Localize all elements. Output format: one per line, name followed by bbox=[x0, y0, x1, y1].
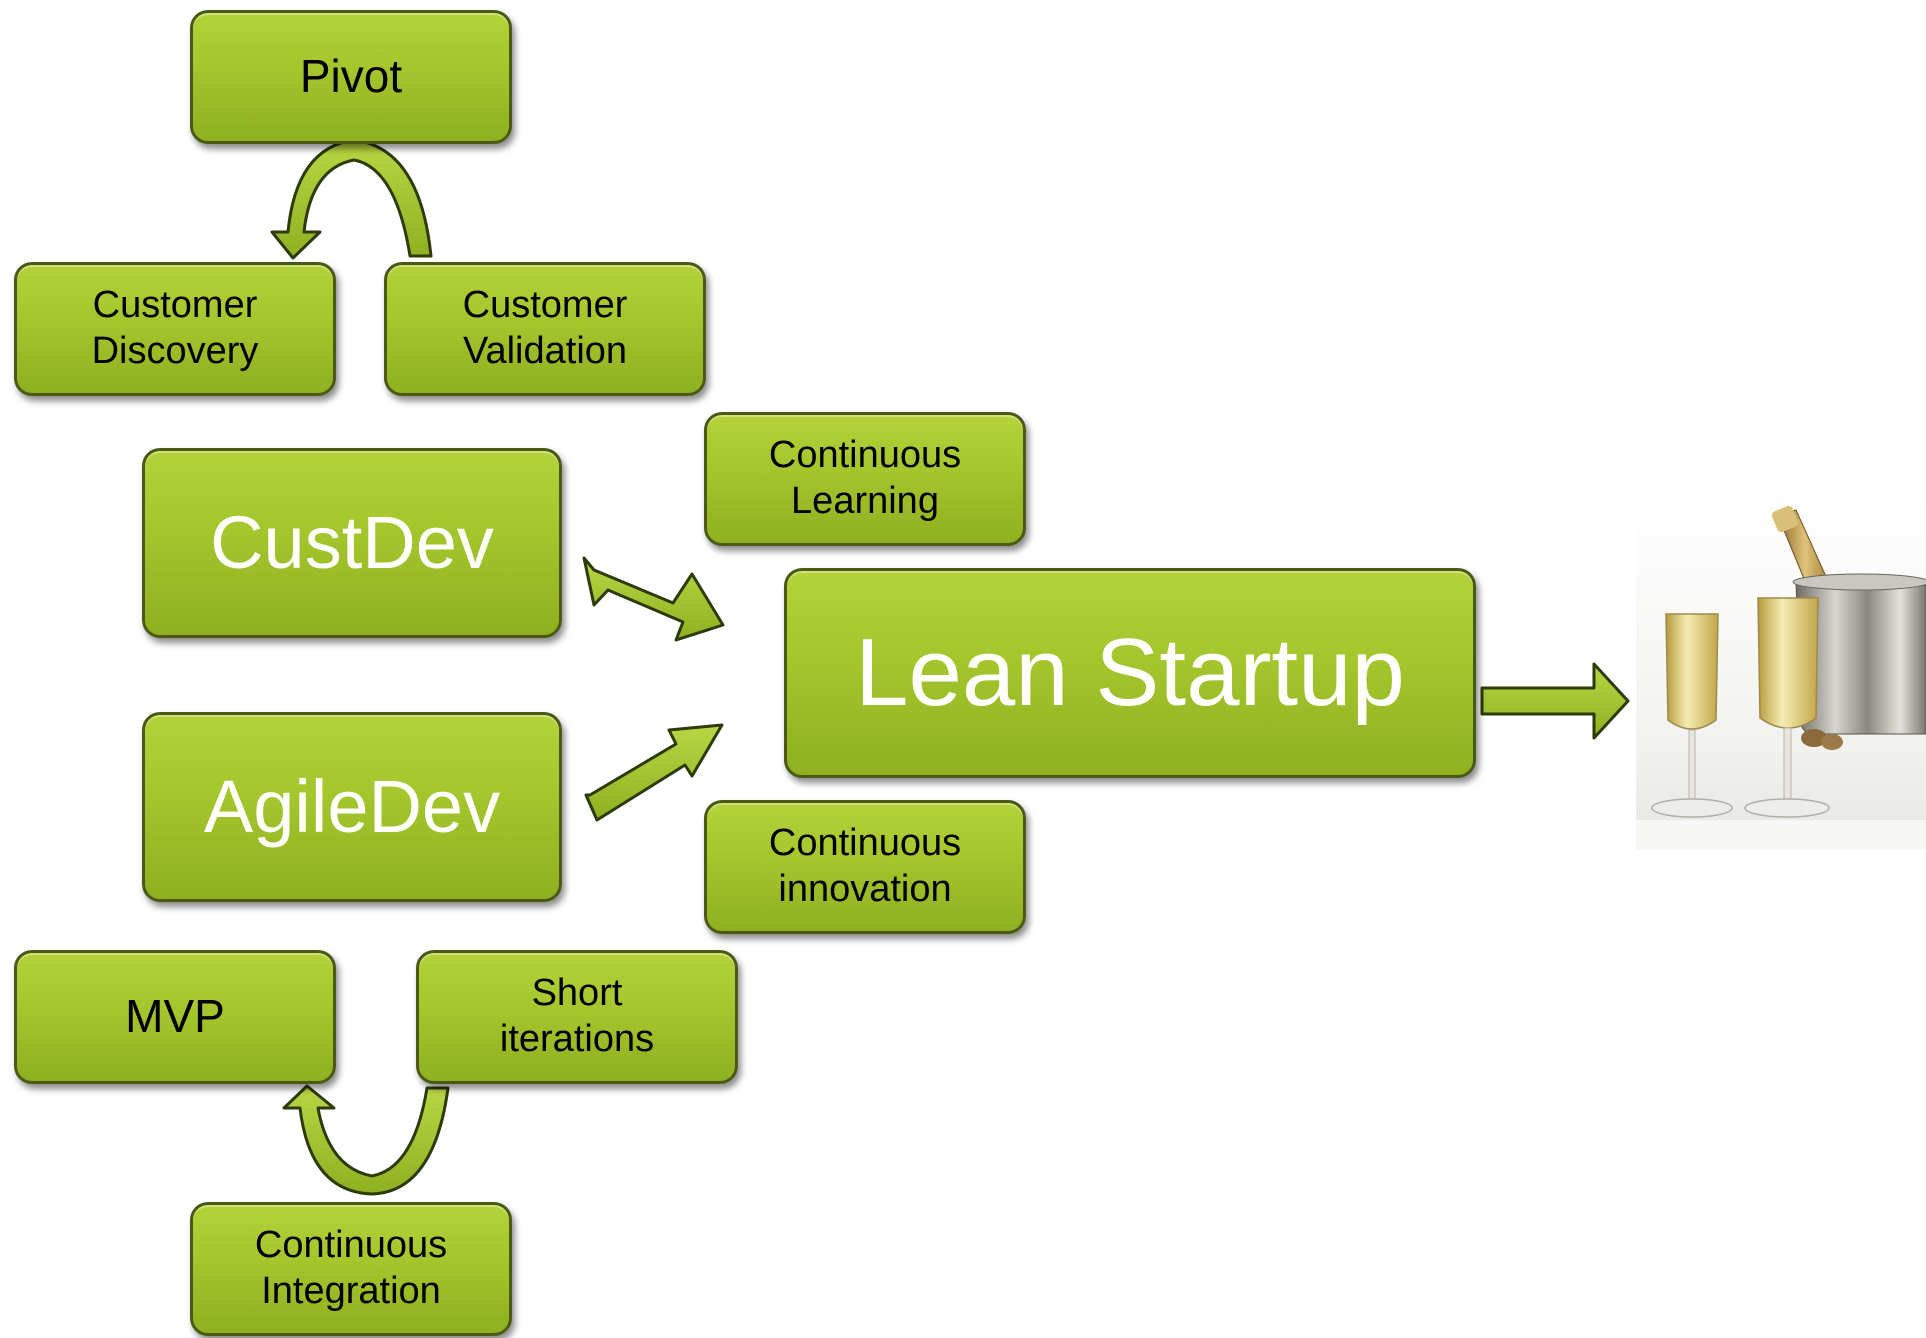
node-label: Lean Startup bbox=[855, 619, 1405, 727]
bottle-foil bbox=[1771, 505, 1799, 533]
arrow-lean-to-celebration bbox=[1480, 662, 1630, 740]
glass-foot bbox=[1651, 798, 1733, 818]
glass-stem bbox=[1688, 729, 1696, 807]
node-custdev: CustDev bbox=[142, 448, 562, 638]
node-label: Short iterations bbox=[499, 972, 655, 1060]
node-label: MVP bbox=[125, 990, 225, 1043]
node-label: CustDev bbox=[210, 500, 494, 584]
node-continuous-innovation: Continuous innovation bbox=[704, 800, 1026, 934]
curved-arrow-pivot-loop bbox=[270, 138, 433, 260]
node-label: Customer Discovery bbox=[91, 284, 259, 372]
arrow-agiledev-to-lean bbox=[584, 723, 724, 822]
champagne-glass bbox=[1665, 613, 1719, 730]
node-label: Continuous Integration bbox=[254, 1224, 448, 1312]
node-customer-discovery: Customer Discovery bbox=[14, 262, 336, 396]
cork bbox=[1821, 734, 1843, 750]
node-lean-startup: Lean Startup bbox=[784, 568, 1476, 778]
champagne-celebration-image bbox=[1636, 498, 1926, 850]
node-continuous-integration: Continuous Integration bbox=[190, 1202, 512, 1336]
node-pivot: Pivot bbox=[190, 10, 512, 144]
table-reflection bbox=[1636, 820, 1926, 850]
node-mvp: MVP bbox=[14, 950, 336, 1084]
bucket-rim bbox=[1792, 573, 1926, 591]
champagne-glass bbox=[1757, 597, 1819, 729]
glass-foot bbox=[1744, 798, 1830, 818]
glass-stem bbox=[1783, 727, 1792, 807]
node-label: Continuous innovation bbox=[768, 822, 962, 910]
node-label: Customer Validation bbox=[462, 284, 628, 372]
node-short-iterations: Short iterations bbox=[416, 950, 738, 1084]
arrow-custdev-to-lean bbox=[582, 556, 725, 642]
node-customer-validation: Customer Validation bbox=[384, 262, 706, 396]
cork bbox=[1801, 729, 1827, 747]
curved-arrow-iteration-loop bbox=[282, 1084, 450, 1196]
node-label: AgileDev bbox=[203, 764, 501, 848]
node-label: Continuous Learning bbox=[768, 434, 962, 522]
node-agiledev: AgileDev bbox=[142, 712, 562, 902]
node-continuous-learning: Continuous Learning bbox=[704, 412, 1026, 546]
node-label: Pivot bbox=[299, 50, 403, 103]
